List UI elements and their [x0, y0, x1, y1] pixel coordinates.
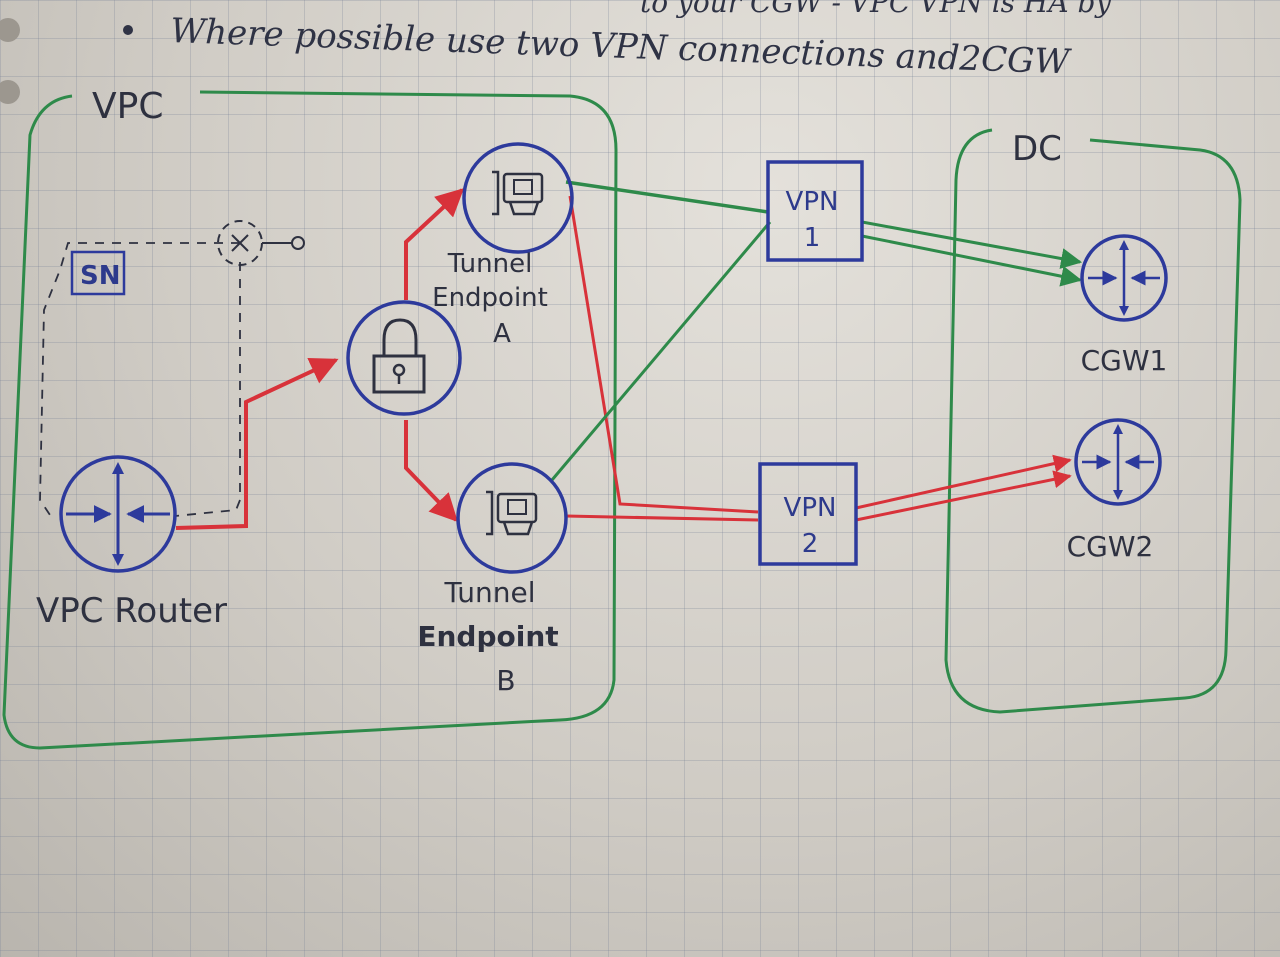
- vpn-gateway: [346, 300, 462, 416]
- note-line-1: to your CGW - VPC VPN is HA by: [640, 0, 1112, 19]
- tunnel-endpoint-a: [462, 142, 574, 254]
- x-icon: [231, 234, 249, 252]
- tunnel-icon: [486, 490, 538, 536]
- binder-hole: [0, 80, 20, 104]
- tunnel-icon: [492, 170, 544, 216]
- vpn1-to-cgw1-b: [861, 234, 1083, 287]
- router-icon: [1082, 424, 1154, 500]
- vpn1-to-cgw1-a: [861, 220, 1083, 269]
- endpoint-b-line-2: Endpoint: [417, 620, 558, 653]
- endpoint-a-line-3: A: [493, 319, 511, 349]
- endpoint-b-line-3: B: [496, 664, 515, 697]
- subnet-label: SN: [80, 261, 121, 291]
- vpn-1-box: VPN 1: [766, 160, 864, 262]
- nat-gateway: [217, 220, 263, 266]
- vpn2-line-2: 2: [802, 529, 819, 559]
- route-lock-to-endpoint-b: [404, 420, 458, 523]
- cgw2-label: CGW2: [1067, 530, 1154, 563]
- vpn1-line-2: 1: [804, 223, 821, 253]
- tunnel-endpoint-b: [456, 462, 568, 574]
- cgw1-label: CGW1: [1081, 344, 1168, 377]
- bullet-dot: [123, 25, 133, 35]
- nat-endpoint: [291, 236, 305, 250]
- cgw1-router: [1080, 234, 1168, 322]
- lock-icon: [372, 318, 426, 394]
- cgw2-router: [1074, 418, 1162, 506]
- vpc-router: [59, 455, 177, 573]
- endpoint-a-line-1: Tunnel: [447, 249, 533, 279]
- vpc-router-label: VPC Router: [36, 591, 227, 631]
- vpc-label: VPC: [92, 86, 163, 127]
- vpn1-line-1: VPN: [786, 187, 839, 217]
- tunnel-a-to-vpn2: [568, 195, 759, 514]
- router-icon: [66, 462, 170, 566]
- nat-route-dashed: [174, 262, 241, 517]
- vpn2-to-cgw2-a: [855, 454, 1072, 510]
- route-lock-to-endpoint-a: [404, 188, 465, 300]
- subnet-route-dashed: [39, 242, 240, 516]
- vpc-boundary: [2, 90, 618, 750]
- endpoint-a-line-2: Endpoint: [432, 283, 548, 313]
- tunnel-b-to-vpn1: [550, 221, 772, 481]
- router-icon: [1088, 240, 1160, 316]
- binder-hole: [0, 18, 20, 42]
- dc-boundary: [944, 128, 1242, 714]
- vpn2-line-1: VPN: [784, 493, 837, 523]
- route-router-to-lock: [175, 357, 339, 530]
- tunnel-a-to-vpn1: [565, 180, 769, 214]
- vpn-2-box: VPN 2: [758, 462, 858, 566]
- dc-label: DC: [1012, 129, 1062, 169]
- vpn2-to-cgw2-b: [855, 470, 1072, 522]
- subnet-box: [70, 250, 126, 296]
- tunnel-b-to-vpn2: [565, 514, 759, 522]
- note-line-2: Where possible use two VPN connections a…: [170, 11, 1073, 82]
- endpoint-b-line-1: Tunnel: [443, 576, 535, 609]
